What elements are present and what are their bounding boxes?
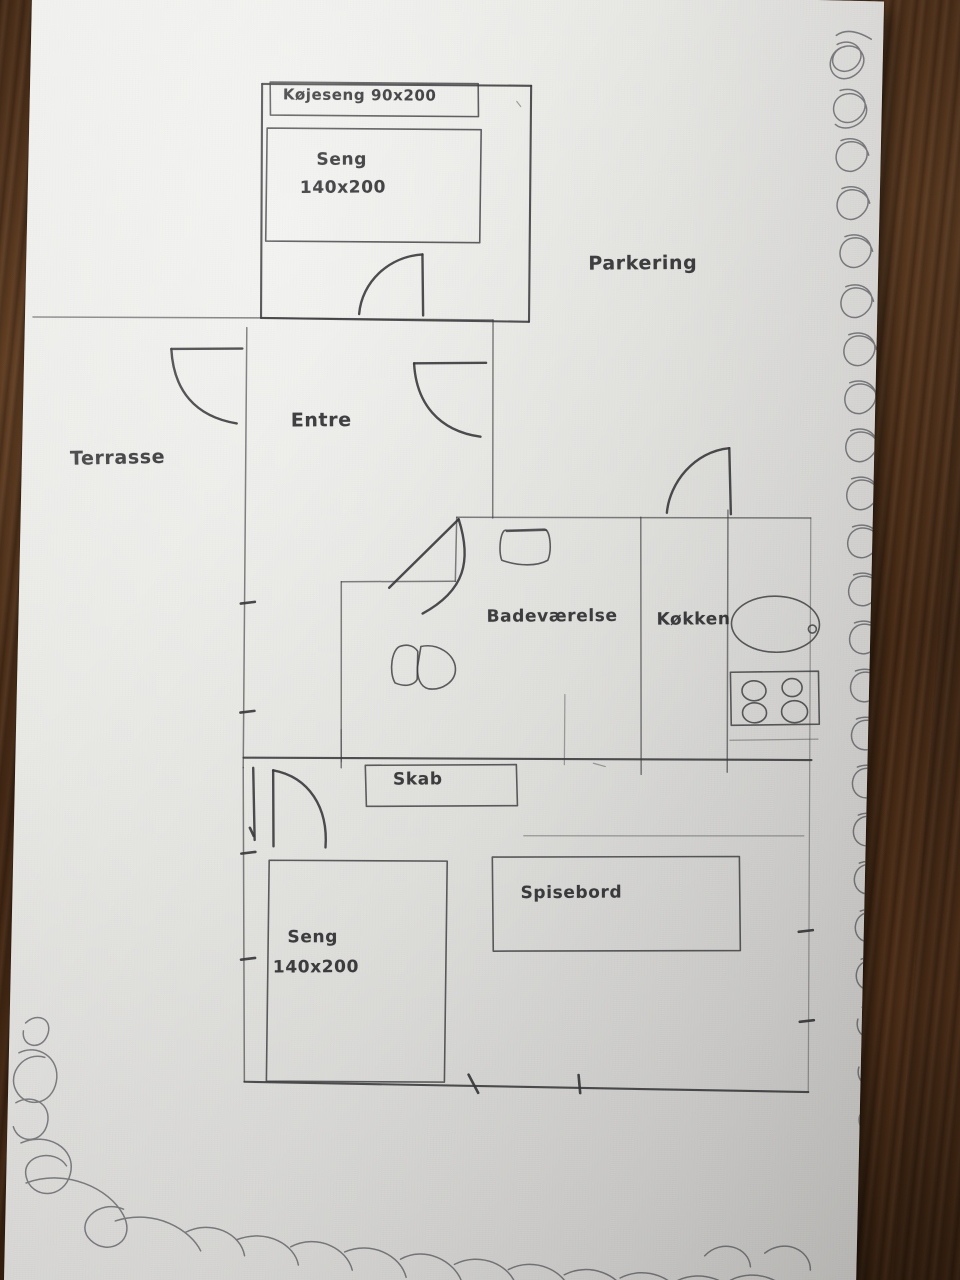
label-kitchen: Køkken bbox=[656, 609, 731, 630]
mid-wall bbox=[242, 756, 813, 762]
closet-wall-stub bbox=[340, 729, 342, 763]
label-bed-bottom-name: Seng bbox=[287, 927, 339, 948]
closet-shape bbox=[364, 763, 519, 808]
counter-line bbox=[729, 738, 819, 741]
lower-area-walls bbox=[242, 766, 810, 1094]
toilet-shape bbox=[390, 644, 457, 690]
hall-door-swing bbox=[412, 361, 488, 438]
terrace-wall-line bbox=[32, 316, 262, 319]
bed-top-shape bbox=[264, 127, 482, 244]
bathroom-door-swing bbox=[387, 518, 466, 615]
terrace-door-swing bbox=[170, 347, 244, 425]
label-bathroom: Badeværelse bbox=[486, 605, 618, 627]
label-bed-bottom-size: 140x200 bbox=[272, 957, 360, 978]
bathroom-sink-shape bbox=[499, 528, 551, 566]
corner-mark bbox=[516, 100, 522, 108]
label-dining-table: Spisebord bbox=[520, 882, 623, 904]
bath-floor-mark bbox=[592, 762, 606, 768]
dining-table-shape bbox=[491, 855, 742, 952]
bedroom-top-door-swing bbox=[357, 253, 425, 317]
stovetop-shape bbox=[729, 670, 821, 727]
hall-top-wall bbox=[260, 317, 494, 321]
bathroom-walls bbox=[340, 516, 812, 776]
hall-walls bbox=[242, 319, 494, 769]
bedroom-bottom-door-swing bbox=[252, 766, 327, 849]
label-bed-top-size: 140x200 bbox=[299, 177, 387, 198]
label-bed-top-name: Seng bbox=[316, 149, 368, 170]
label-terrace: Terrasse bbox=[69, 445, 166, 470]
bunk-bed-shape bbox=[269, 81, 480, 118]
bath-partition bbox=[563, 694, 566, 766]
label-bunk-bed: Køjeseng 90x200 bbox=[282, 85, 437, 105]
dining-guide-line bbox=[523, 835, 805, 837]
pencil-drawing bbox=[12, 30, 885, 1280]
paper-sheet: Køjeseng 90x200 Seng 140x200 Parkering E… bbox=[3, 0, 885, 1280]
doodle-border-bottom-left bbox=[12, 1016, 812, 1280]
kitchen-sink-shape bbox=[730, 595, 821, 654]
kitchen-walls bbox=[726, 509, 812, 1093]
dimension-ticks bbox=[239, 600, 816, 1095]
label-parking: Parkering bbox=[588, 251, 698, 275]
bed-bottom-shape bbox=[265, 859, 449, 1083]
label-hall: Entre bbox=[290, 409, 352, 432]
kitchen-door-swing bbox=[665, 446, 733, 516]
label-closet: Skab bbox=[392, 769, 443, 790]
